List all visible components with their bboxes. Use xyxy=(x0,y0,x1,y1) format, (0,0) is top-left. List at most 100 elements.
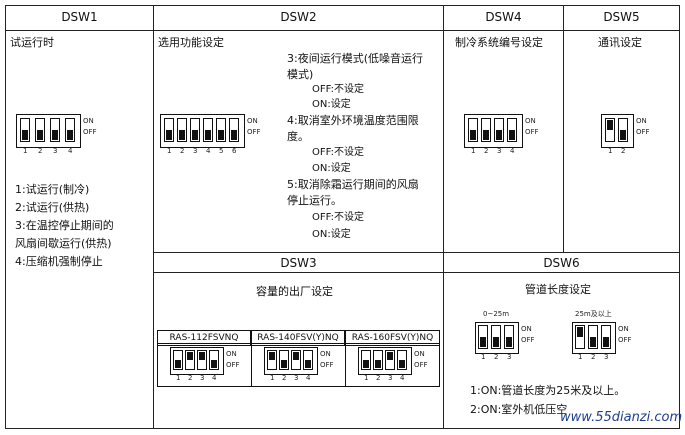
dip-switch-number: 2 xyxy=(282,374,287,382)
dsw2-item: 停止运行。 xyxy=(287,194,342,207)
dip-switch-knob xyxy=(399,359,405,368)
switch-on-label: ON xyxy=(521,325,532,333)
dsw3-model-label: RAS-140FSV(Y)NQ xyxy=(251,330,345,346)
switch-off-label: OFF xyxy=(320,361,334,369)
dip-switch-number: 2 xyxy=(494,353,499,361)
dip-switch-number: 1 xyxy=(471,147,476,155)
dip-switch-knob xyxy=(192,130,198,140)
dip-switch-number: 1 xyxy=(364,374,369,382)
dip-switch-number: 1 xyxy=(270,374,275,382)
dip-switch-slot xyxy=(291,350,301,370)
switch-off-label: OFF xyxy=(247,128,261,136)
dip-switch-slot xyxy=(177,118,187,142)
dip-switch-slot xyxy=(397,350,407,370)
dip-switch-knob xyxy=(52,130,58,140)
dip-switch-slot xyxy=(209,350,219,370)
watermark-text: www.55dianzi.com xyxy=(560,410,683,425)
dip-switch-knob xyxy=(470,130,476,140)
dsw2-item: ON:设定 xyxy=(312,163,351,174)
dip-switch-slot xyxy=(229,118,239,142)
dsw4-title: 制冷系统编号设定 xyxy=(455,36,543,49)
dip-switch-knob xyxy=(305,359,311,368)
switch-on-label: ON xyxy=(636,117,647,125)
dsw1-item: 1:试运行(制冷) xyxy=(15,183,90,196)
switch-on-label: ON xyxy=(414,350,425,358)
dip-switch-number: 3 xyxy=(294,374,299,382)
dip-switch-number: 2 xyxy=(591,353,596,361)
switch-off-label: OFF xyxy=(226,361,240,369)
dip-switch-slot xyxy=(190,118,200,142)
dsw1-item: 风扇间歇运行(供热) xyxy=(15,237,112,250)
dip-switch-slot xyxy=(164,118,174,142)
dip-switch-knob xyxy=(37,130,43,140)
dip-switch-number: 1 xyxy=(481,353,486,361)
dip-switch-slot xyxy=(65,118,75,142)
dip-switch-knob xyxy=(620,130,626,140)
dsw3-model-label: RAS-112FSVNQ xyxy=(157,330,251,346)
dip-switch-number: 2 xyxy=(38,147,43,155)
dsw2-title: 选用功能设定 xyxy=(158,36,224,49)
dip-switch-knob xyxy=(493,337,499,347)
dip-switch-knob xyxy=(205,130,211,140)
dip-switch-knob xyxy=(211,359,217,368)
dip-switch-slot xyxy=(35,118,45,142)
dip-switch-slot xyxy=(601,325,611,349)
dip-switch-knob xyxy=(509,130,515,140)
dsw2-item: ON:设定 xyxy=(312,99,351,110)
switch-on-label: ON xyxy=(618,325,629,333)
dip-switch-knob xyxy=(218,130,224,140)
dsw2-item: 模式) xyxy=(287,68,314,81)
dsw2-item: OFF:不设定 xyxy=(312,212,364,223)
dsw2-item: ON:设定 xyxy=(312,229,351,240)
dsw1-item: 3:在温控停止期间的 xyxy=(15,219,114,232)
dip-switch-slot xyxy=(20,118,30,142)
dsw6-note: 1:ON:管道长度为25米及以上。 xyxy=(470,384,626,397)
dip-switch-number: 1 xyxy=(167,147,172,155)
dip-switch-number: 2 xyxy=(188,374,193,382)
dip-switch-slot xyxy=(303,350,313,370)
dsw2-item: OFF:不设定 xyxy=(312,84,364,95)
dip-switch-number: 1 xyxy=(578,353,583,361)
switch-off-label: OFF xyxy=(636,128,650,136)
dip-switch-knob xyxy=(269,352,275,361)
dip-switch-slot xyxy=(361,350,371,370)
dip-switch-slot xyxy=(575,325,585,349)
dip-switch-knob xyxy=(607,120,613,130)
dip-switch-slot xyxy=(267,350,277,370)
dip-switch-slot xyxy=(216,118,226,142)
dsw6-note: 2:ON:室外机低压空 xyxy=(470,403,568,416)
dsw2-item: 5:取消除霜运行期间的风扇 xyxy=(287,178,419,191)
dip-switch-knob xyxy=(480,337,486,347)
dip-switch-number: 1 xyxy=(608,147,613,155)
header-dsw3: DSW3 xyxy=(280,256,317,270)
header-dsw6: DSW6 xyxy=(543,256,580,270)
dip-switch-knob xyxy=(363,359,369,368)
switch-off-label: OFF xyxy=(521,336,535,344)
switch-off-label: OFF xyxy=(618,336,632,344)
dip-switch-slot xyxy=(197,350,207,370)
dip-switch-knob xyxy=(293,352,299,361)
dip-switch-number: 3 xyxy=(53,147,58,155)
dip-switch-number: 3 xyxy=(497,147,502,155)
switch-on-label: ON xyxy=(83,117,94,125)
dip-switch-knob xyxy=(231,130,237,140)
dip-switch-number: 3 xyxy=(604,353,609,361)
dip-switch-slot xyxy=(507,118,517,142)
dip-switch-number: 3 xyxy=(193,147,198,155)
dip-switch-knob xyxy=(22,130,28,140)
header-dsw5: DSW5 xyxy=(603,10,640,24)
dip-switch-slot xyxy=(478,325,488,349)
dip-switch-slot xyxy=(605,118,615,142)
dip-switch-knob xyxy=(590,337,596,347)
dip-switch-knob xyxy=(67,130,73,140)
switch-on-label: ON xyxy=(525,117,536,125)
dsw5-title: 通讯设定 xyxy=(598,36,642,49)
dsw1-title: 试运行时 xyxy=(10,36,54,49)
switch-on-label: ON xyxy=(320,350,331,358)
switch-on-label: ON xyxy=(247,117,258,125)
dip-switch-knob xyxy=(179,130,185,140)
dip-switch-slot xyxy=(173,350,183,370)
dip-switch-knob xyxy=(199,352,205,361)
dip-switch-knob xyxy=(496,130,502,140)
